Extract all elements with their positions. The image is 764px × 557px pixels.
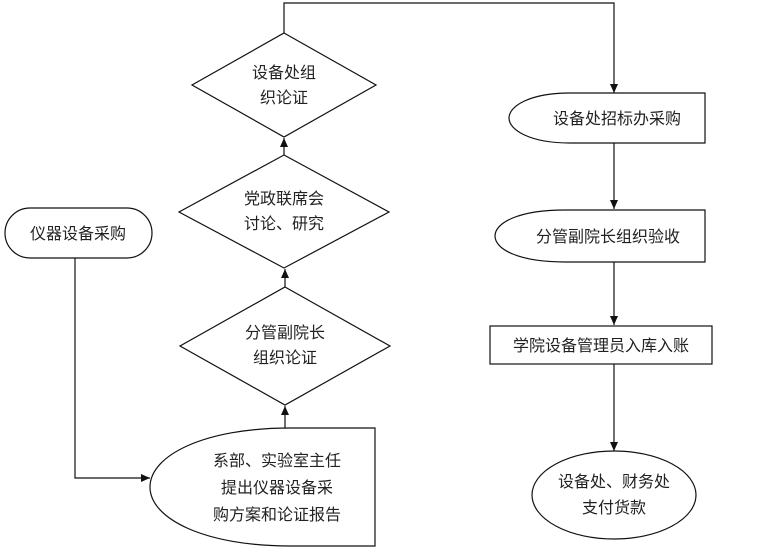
decision-joint-meeting-line: 党政联席会 bbox=[244, 189, 324, 208]
decision-joint-meeting-line: 讨论、研究 bbox=[244, 214, 324, 233]
decision-equipment-review-line: 织论证 bbox=[260, 88, 308, 107]
node-proposal-line: 提出仪器设备采 bbox=[221, 478, 333, 497]
connector-equipment-review-to-tender bbox=[283, 2, 618, 93]
decision-equipment-review-line: 设备处组 bbox=[252, 63, 316, 82]
node-payment: 设备处、财务处 支付货款 bbox=[531, 450, 697, 540]
node-warehouse-entry: 学院设备管理员入库入账 bbox=[489, 325, 713, 365]
node-payment-line: 设备处、财务处 bbox=[558, 472, 670, 491]
decision-vp-review-line: 分管副院长 bbox=[245, 323, 325, 342]
node-payment-line: 支付货款 bbox=[582, 498, 646, 517]
node-vp-acceptance: 分管副院长组织验收 bbox=[494, 209, 706, 263]
node-vp-acceptance-label: 分管副院长组织验收 bbox=[536, 227, 680, 246]
decision-equipment-review: 设备处组 织论证 bbox=[190, 32, 378, 138]
node-tender-purchase: 设备处招标办采购 bbox=[508, 92, 706, 144]
decision-vp-review-line: 组织论证 bbox=[253, 348, 317, 367]
decision-joint-meeting: 党政联席会 讨论、研究 bbox=[177, 154, 391, 269]
node-warehouse-entry-label: 学院设备管理员入库入账 bbox=[513, 336, 689, 355]
decision-vp-review: 分管副院长 组织论证 bbox=[178, 286, 392, 406]
node-start: 仪器设备采购 bbox=[4, 207, 153, 259]
connector-start-to-proposal bbox=[74, 258, 150, 482]
node-proposal-line: 系部、实验室主任 bbox=[213, 451, 341, 470]
node-start-label: 仪器设备采购 bbox=[30, 224, 126, 243]
node-proposal-line: 购方案和论证报告 bbox=[213, 505, 341, 524]
node-proposal: 系部、实验室主任 提出仪器设备采 购方案和论证报告 bbox=[149, 427, 376, 547]
node-tender-purchase-label: 设备处招标办采购 bbox=[553, 109, 681, 128]
